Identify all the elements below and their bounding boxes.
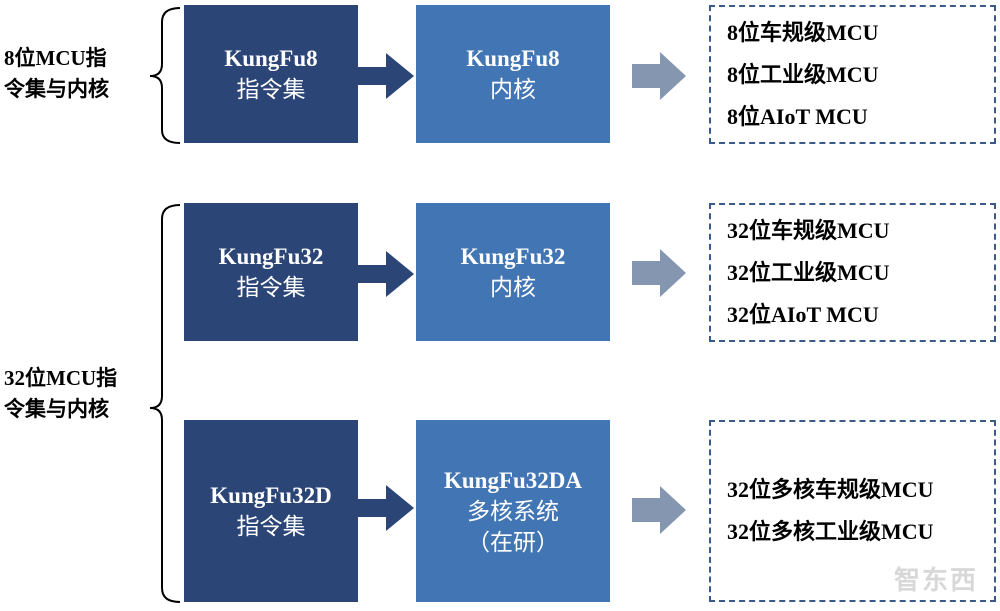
result-box-32bit: 32位车规级MCU 32位工业级MCU 32位AIoT MCU	[709, 203, 996, 342]
result-item: 32位多核工业级MCU	[727, 519, 934, 544]
isa-box-kungfu32d: KungFu32D 指令集	[184, 420, 358, 602]
box-subtitle: 指令集	[236, 275, 306, 300]
result-item: 8位车规级MCU	[727, 19, 879, 45]
result-item: 8位工业级MCU	[727, 61, 879, 87]
arrow-right-icon	[356, 485, 414, 531]
core-box-kungfu32da: KungFu32DA 多核系统 （在研）	[416, 420, 610, 602]
arrow-right-icon	[356, 251, 414, 297]
group-label-8bit: 8位MCU指 令集与内核	[4, 43, 109, 105]
box-title: KungFu32DA	[443, 467, 583, 493]
result-box-32bit-multicore: 32位多核车规级MCU 32位多核工业级MCU	[709, 420, 996, 602]
core-box-kungfu8: KungFu8 内核	[416, 5, 610, 143]
box-title: KungFu32	[218, 244, 324, 269]
watermark-logo: 智东西	[893, 566, 978, 596]
result-box-8bit: 8位车规级MCU 8位工业级MCU 8位AIoT MCU	[709, 5, 996, 144]
result-item: 32位AIoT MCU	[727, 301, 879, 327]
group-label-line1: 32位MCU指	[4, 366, 118, 390]
group-label-line2: 令集与内核	[4, 397, 109, 421]
box-subtitle: 多核系统	[467, 498, 559, 524]
result-item: 32位工业级MCU	[727, 259, 890, 285]
group-label-32bit: 32位MCU指 令集与内核	[4, 363, 117, 425]
box-subtitle: 内核	[490, 275, 536, 300]
box-title: KungFu32D	[210, 483, 332, 508]
arrow-right-icon	[632, 249, 686, 297]
result-item: 8位AIoT MCU	[727, 103, 868, 129]
box-subtitle: 内核	[490, 77, 536, 102]
core-box-kungfu32: KungFu32 内核	[416, 203, 610, 341]
isa-box-kungfu8: KungFu8 指令集	[184, 5, 358, 143]
result-item: 32位多核车规级MCU	[727, 477, 934, 502]
arrow-right-icon	[632, 52, 686, 100]
box-subtitle: 指令集	[236, 514, 306, 539]
bracket-32bit	[149, 204, 181, 603]
box-title: KungFu32	[460, 244, 566, 269]
arrow-right-icon	[632, 486, 686, 534]
group-brackets	[149, 7, 181, 603]
isa-box-kungfu32: KungFu32 指令集	[184, 203, 358, 341]
bracket-8bit	[149, 7, 181, 144]
result-item: 32位车规级MCU	[727, 217, 890, 243]
box-subtitle: 指令集	[236, 77, 306, 102]
box-status-note: （在研）	[467, 529, 559, 555]
group-label-line1: 8位MCU指	[4, 46, 107, 70]
arrow-right-icon	[356, 53, 414, 99]
box-title: KungFu8	[224, 46, 318, 71]
box-title: KungFu8	[466, 46, 560, 71]
group-label-line2: 令集与内核	[4, 77, 109, 101]
